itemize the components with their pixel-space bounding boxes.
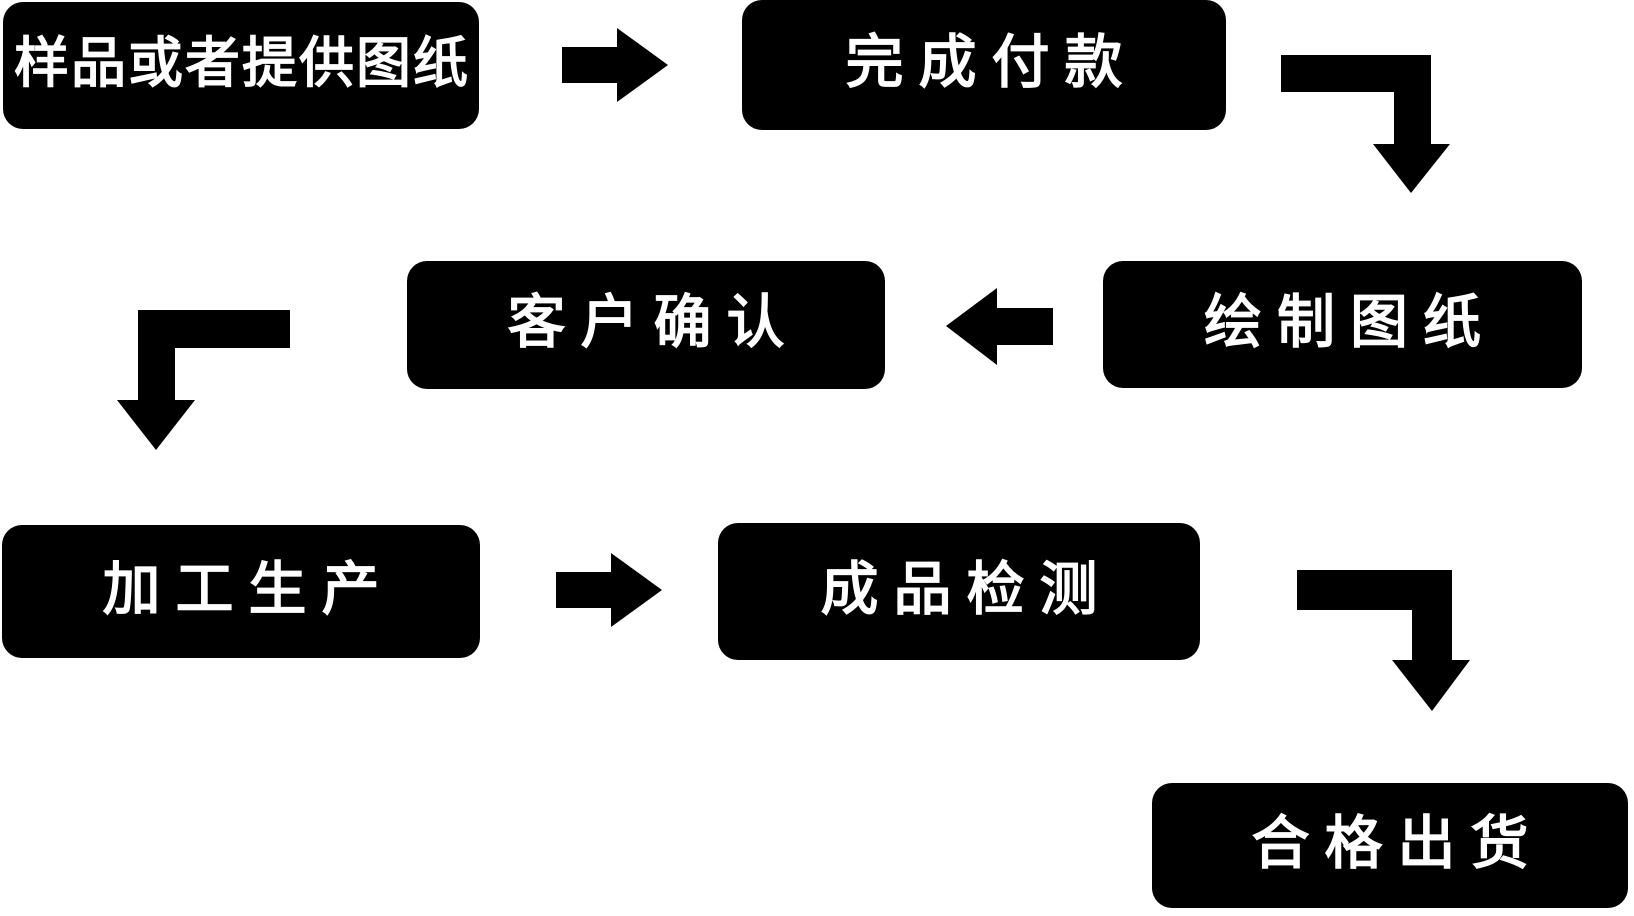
elbow-down-arrow-icon	[1281, 55, 1450, 193]
flow-node-shipment-label: 合格出货	[1251, 810, 1544, 876]
flow-node-drawing-label: 绘制图纸	[1203, 289, 1496, 355]
flow-node-payment-label: 完成付款	[845, 30, 1138, 95]
left-arrow-icon	[946, 288, 1053, 365]
elbow-down-arrow-icon	[1297, 570, 1470, 711]
flow-node-drawing: 绘制图纸	[1103, 261, 1582, 388]
flow-node-sample-label: 样品或者提供图纸	[13, 32, 470, 94]
flow-node-shipment: 合格出货	[1152, 783, 1628, 908]
right-arrow-icon	[556, 553, 662, 627]
elbow-down-left-arrow-icon	[117, 310, 290, 450]
flow-node-inspection: 成品检测	[718, 523, 1200, 660]
flow-node-sample: 样品或者提供图纸	[3, 2, 479, 129]
flow-node-confirm: 客户确认	[407, 261, 885, 389]
flow-node-payment: 完成付款	[742, 0, 1226, 130]
flow-node-confirm-label: 客户确认	[507, 290, 800, 355]
flow-node-production-label: 加工生产	[102, 556, 395, 622]
flow-node-production: 加工生产	[2, 525, 480, 658]
flow-node-inspection-label: 成品检测	[820, 556, 1113, 622]
right-arrow-icon	[562, 28, 668, 102]
